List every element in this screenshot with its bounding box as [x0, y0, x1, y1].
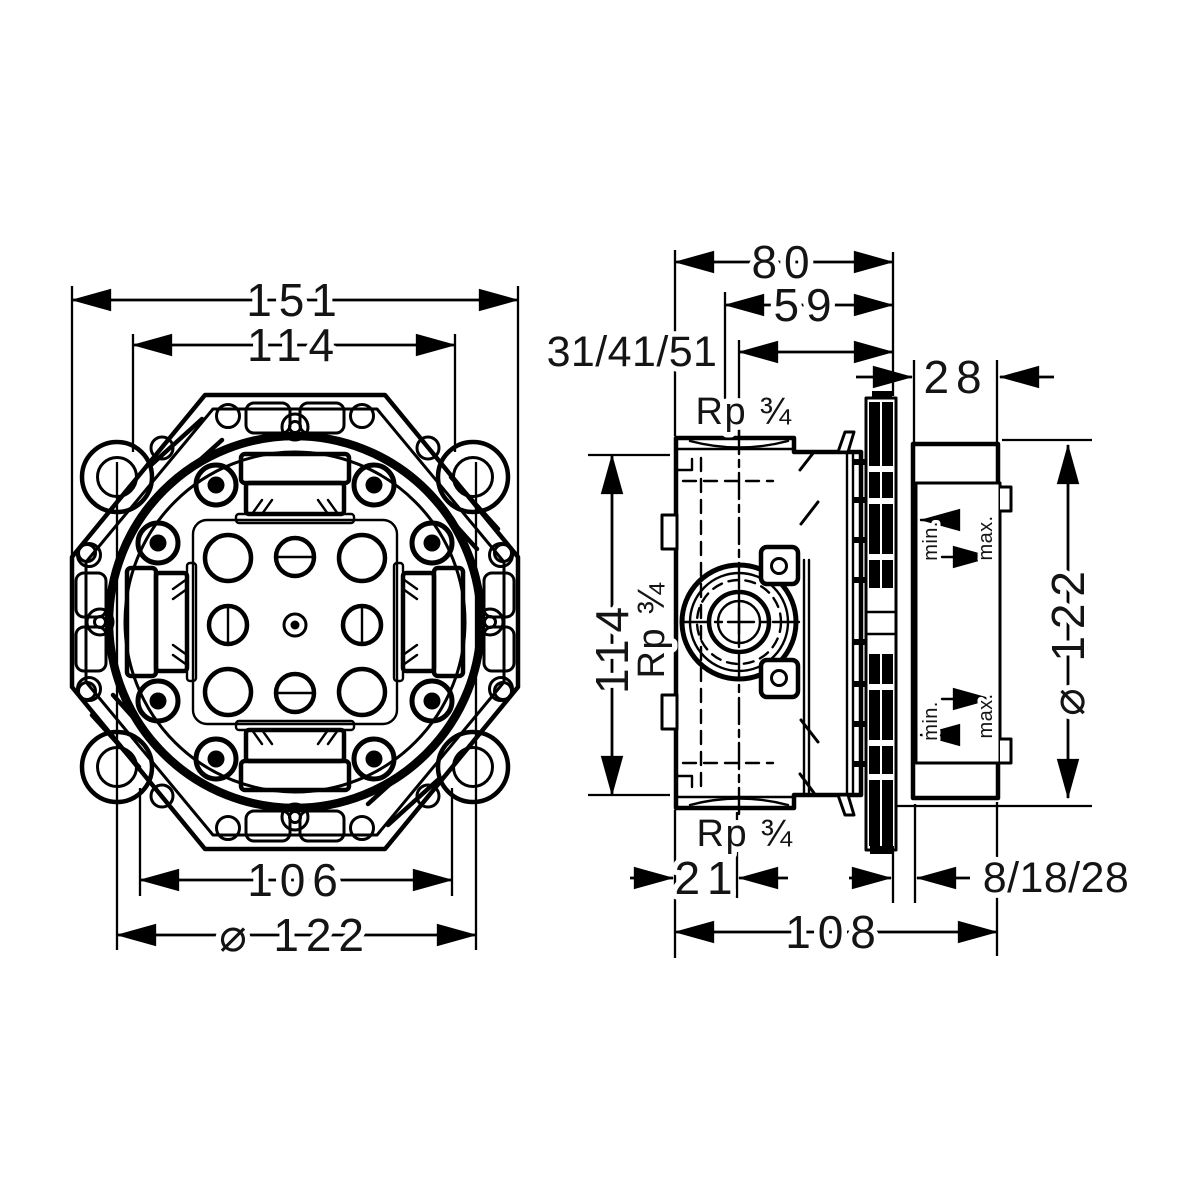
thread-bottom-label: Rp ¾ — [697, 813, 794, 855]
thread-boss — [679, 562, 799, 682]
front-view-figure — [69, 392, 521, 852]
front-view: 151 114 106 ⌀ 122 — [69, 269, 521, 967]
dim-body-height-label: 114 — [586, 600, 638, 694]
depth-min-bottom-label: min. — [920, 701, 942, 740]
dim-total-length-label: 108 — [785, 906, 882, 958]
dim-body-depth-label: 59 — [774, 279, 839, 331]
dim-side-diameter-label: ⌀ 122 — [1042, 564, 1094, 716]
center-hole — [282, 612, 308, 638]
thread-labels: Rp ¾ Rp ¾ Rp ¾ — [626, 386, 798, 861]
plaster-box: min. max. min. max. — [910, 441, 1013, 801]
dim-front-diameter-label: ⌀ 122 — [219, 909, 371, 961]
port-holes — [202, 532, 388, 718]
bolt-heads — [135, 462, 455, 782]
function-block — [191, 518, 399, 726]
dim-total-depth-label: 80 — [752, 236, 817, 288]
thread-top-label: Rp ¾ — [696, 391, 793, 433]
dim-hole-spacing-label: 114 — [247, 319, 341, 371]
dim-overall-width-label: 151 — [246, 274, 343, 326]
side-view-dimensions: 80 59 31/41/51 28 114 ⌀ 122 21 8/18/28 1… — [541, 231, 1134, 964]
wall-flange — [864, 391, 898, 854]
side-view: min. max. min. max. 80 59 31/41/51 28 — [541, 231, 1134, 964]
dim-base-width-label: 106 — [247, 854, 344, 906]
dim-installation-depth-label: 31/41/51 — [547, 328, 718, 376]
mounting-ears — [77, 435, 513, 809]
dim-protrusion-range-label: 8/18/28 — [983, 854, 1129, 902]
depth-max-bottom-label: max. — [975, 694, 997, 739]
side-view-figure: min. max. min. max. — [660, 391, 1013, 854]
depth-min-top-label: min. — [920, 521, 942, 560]
depth-max-top-label: max. — [975, 516, 997, 561]
main-ring — [104, 431, 486, 813]
dim-bottom-offset-label: 21 — [675, 852, 740, 904]
front-view-dimensions: 151 114 106 ⌀ 122 — [70, 269, 520, 967]
dim-box-depth-label: 28 — [924, 351, 989, 403]
sliding-sleeve — [798, 430, 866, 817]
thread-side-label: Rp ¾ — [631, 582, 673, 679]
